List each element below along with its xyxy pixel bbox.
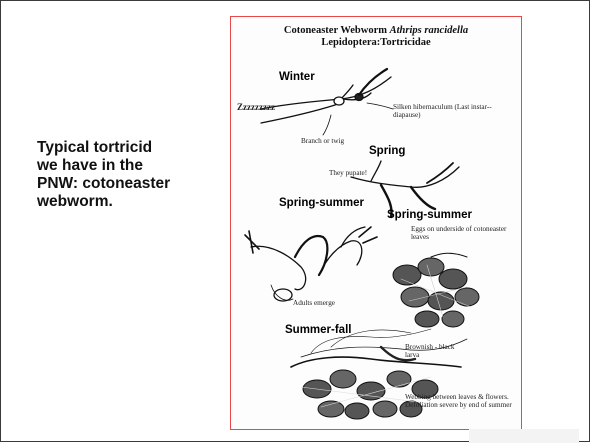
hibernaculum — [334, 97, 344, 105]
life-cycle-figure: Cotoneaster Webworm Athrips rancidella L… — [230, 16, 522, 430]
slide-corner-area — [469, 429, 579, 443]
stage-label-winter: Winter — [279, 71, 315, 83]
stage-label-spring-summer-left: Spring-summer — [279, 197, 364, 209]
slide-caption: Typical tortricid we have in the PNW: co… — [37, 139, 217, 211]
figure-title-common-name: Cotoneaster Webworm — [284, 25, 390, 36]
stage-label-spring: Spring — [369, 145, 405, 157]
caption-line: Typical tortricid — [37, 139, 217, 157]
figure-title-species: Athrips rancidella — [390, 25, 468, 36]
note-adults: Adults emerge — [293, 299, 335, 307]
life-cycle-drawing — [231, 17, 522, 430]
figure-title: Cotoneaster Webworm Athrips rancidella L… — [231, 25, 521, 49]
note-hibernaculum: Silken hibernaculum (Last instar-- diapa… — [393, 103, 503, 119]
note-zzz: Zzzzzzzzz — [237, 103, 275, 111]
caption-line: webworm. — [37, 193, 217, 211]
note-larva: Brownish - black larva — [405, 343, 465, 359]
figure-title-taxonomy: Lepidoptera:Tortricidae — [231, 37, 521, 49]
caption-line: we have in the — [37, 157, 217, 175]
stage-label-summer-fall: Summer-fall — [285, 324, 351, 336]
note-pupate: They pupate! — [329, 169, 367, 177]
caption-line: PNW: cotoneaster — [37, 175, 217, 193]
cotoneaster-leaves-eggs — [393, 253, 479, 327]
note-branch: Branch or twig — [301, 137, 344, 145]
note-eggs: Eggs on underside of cotoneaster leaves — [411, 225, 515, 241]
stage-label-spring-summer-right: Spring-summer — [387, 209, 472, 221]
note-webbing: Webbing between leaves & flowers. Defoli… — [405, 393, 519, 409]
spring-twig — [351, 167, 459, 187]
